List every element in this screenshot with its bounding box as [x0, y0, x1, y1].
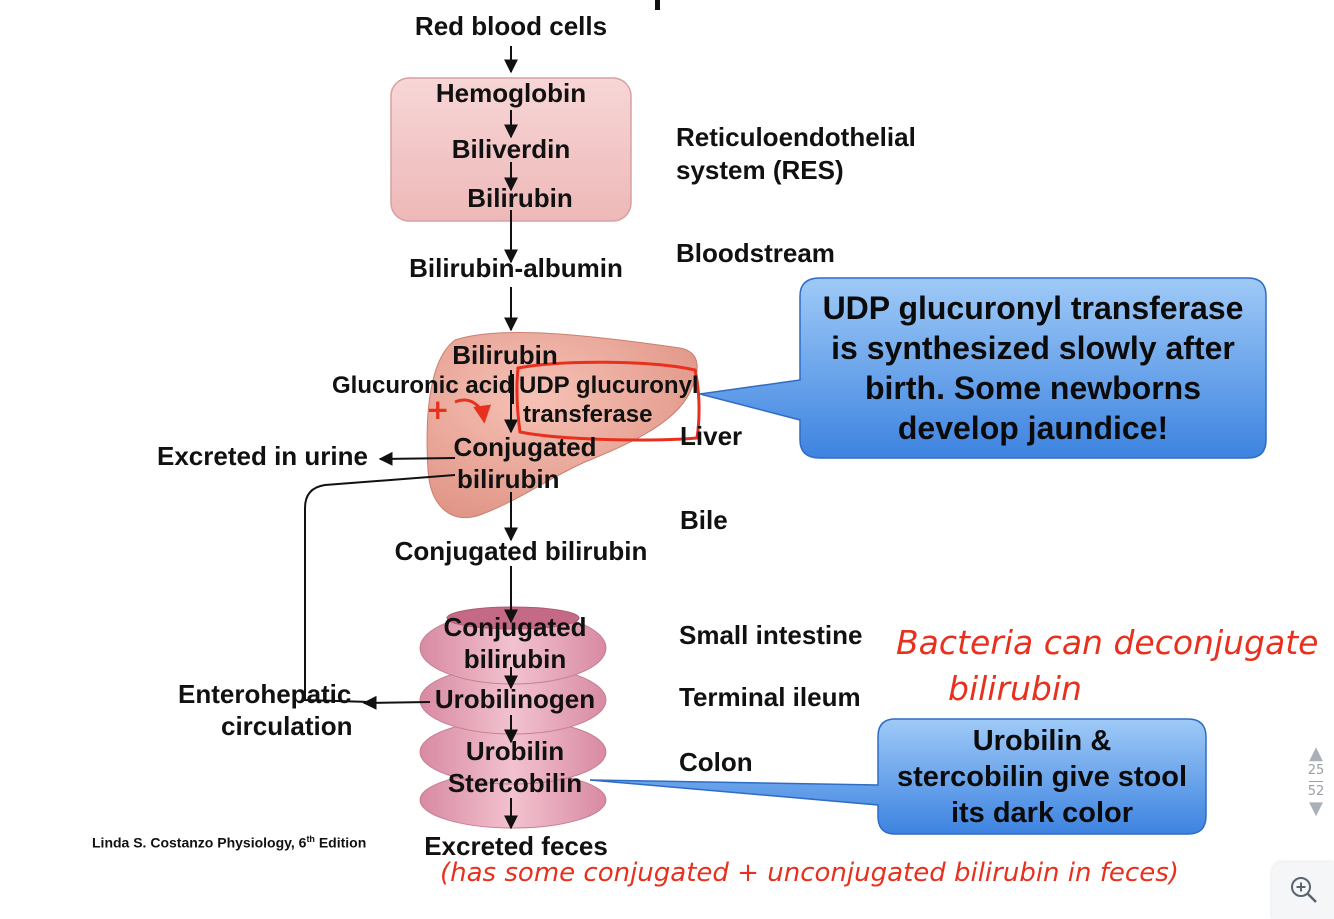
callout-udp-line: is synthesized slowly after	[831, 330, 1235, 366]
label-hemoglobin: Hemoglobin	[435, 78, 587, 108]
enterohepatic-loop	[304, 474, 456, 703]
label-enterohepatic-line2: circulation	[221, 711, 353, 741]
label-urobilinogen: Urobilinogen	[434, 684, 596, 714]
label-excreted-urine: Excreted in urine	[157, 441, 368, 471]
label-udp-enzyme-line1: UDP glucuronyl	[519, 372, 699, 399]
triangle-up-icon[interactable]: ▲	[1309, 743, 1323, 764]
label-intestine-conjugated-line2: bilirubin	[463, 644, 567, 674]
label-colon: Colon	[679, 747, 753, 777]
label-biliverdin: Biliverdin	[451, 134, 571, 164]
annotation-plus: +	[426, 393, 450, 426]
label-udp-enzyme-line2: transferase	[523, 401, 653, 428]
page-total: 52	[1307, 784, 1325, 799]
callout-udp-shape	[699, 277, 1267, 459]
label-terminal-ileum: Terminal ileum	[679, 682, 861, 712]
callout-stool-line: its dark color	[950, 797, 1134, 829]
label-stercobilin: Stercobilin	[447, 768, 583, 798]
label-conjugated-line2: bilirubin	[457, 464, 560, 494]
liver-shape	[426, 332, 698, 519]
annotation-bacteria-line2: bilirubin	[948, 669, 1082, 708]
label-bloodstream: Bloodstream	[676, 238, 835, 268]
label-enterohepatic-line1: Enterohepatic	[178, 679, 352, 709]
label-res-line2: system (RES)	[676, 155, 844, 185]
label-liver: Liver	[680, 421, 743, 451]
callout-stool-line: Urobilin &	[972, 725, 1112, 757]
label-excreted-feces: Excreted feces	[424, 831, 608, 861]
callout-stool-shape	[589, 718, 1207, 835]
slide-title-remnant	[655, 0, 660, 10]
arrow-excreted-urine	[378, 451, 456, 466]
annotation-enzyme-box	[515, 360, 701, 442]
callout-stool-line: stercobilin give stool	[896, 761, 1188, 793]
label-red-blood-cells: Red blood cells	[414, 11, 608, 41]
zoom-in-button[interactable]	[1272, 862, 1334, 919]
callout-udp-line: develop jaundice!	[897, 410, 1169, 446]
citation: Linda S. Costanzo Physiology, 6th Editio…	[92, 834, 367, 851]
triangle-down-icon[interactable]: ▼	[1309, 798, 1323, 819]
label-conjugated-bile: Conjugated bilirubin	[394, 536, 648, 566]
annotation-curved-arrow	[454, 398, 492, 424]
citation-main: Linda S. Costanzo Physiology, 6	[92, 834, 307, 851]
label-liver-bilirubin: Bilirubin	[452, 340, 558, 370]
arrow-enterohepatic	[362, 695, 431, 710]
annotation-bacteria-line1: Bacteria can deconjugate	[896, 623, 1319, 662]
page-current: 25	[1307, 763, 1325, 778]
callout-udp-text: UDP glucuronyl transferase is synthesize…	[803, 288, 1263, 448]
callout-udp-line: birth. Some newborns	[864, 370, 1202, 406]
label-urobilin: Urobilin	[465, 736, 565, 766]
label-small-intestine: Small intestine	[679, 620, 863, 650]
intestine-shape	[419, 606, 607, 829]
page-separator	[1309, 781, 1323, 782]
label-conjugated-line1: Conjugated	[453, 432, 597, 462]
label-res-line1: Reticuloendothelial	[676, 122, 916, 152]
label-glucuronic-acid: Glucuronic acid	[332, 372, 514, 399]
annotation-feces-note: (has some conjugated + unconjugated bili…	[440, 858, 1179, 888]
label-bilirubin-albumin: Bilirubin-albumin	[409, 253, 623, 283]
label-intestine-conjugated-line1: Conjugated	[443, 612, 587, 642]
page-navigator: ▲ 25 52 ▼	[1300, 745, 1332, 818]
callout-stool-text: Urobilin & stercobilin give stool its da…	[880, 723, 1204, 831]
label-bilirubin-res: Bilirubin	[467, 183, 573, 213]
citation-superscript: th	[306, 834, 315, 844]
citation-end: Edition	[314, 834, 367, 851]
zoom-in-icon	[1291, 877, 1317, 903]
callout-udp-line: UDP glucuronyl transferase	[822, 290, 1244, 326]
label-bile: Bile	[680, 505, 728, 535]
